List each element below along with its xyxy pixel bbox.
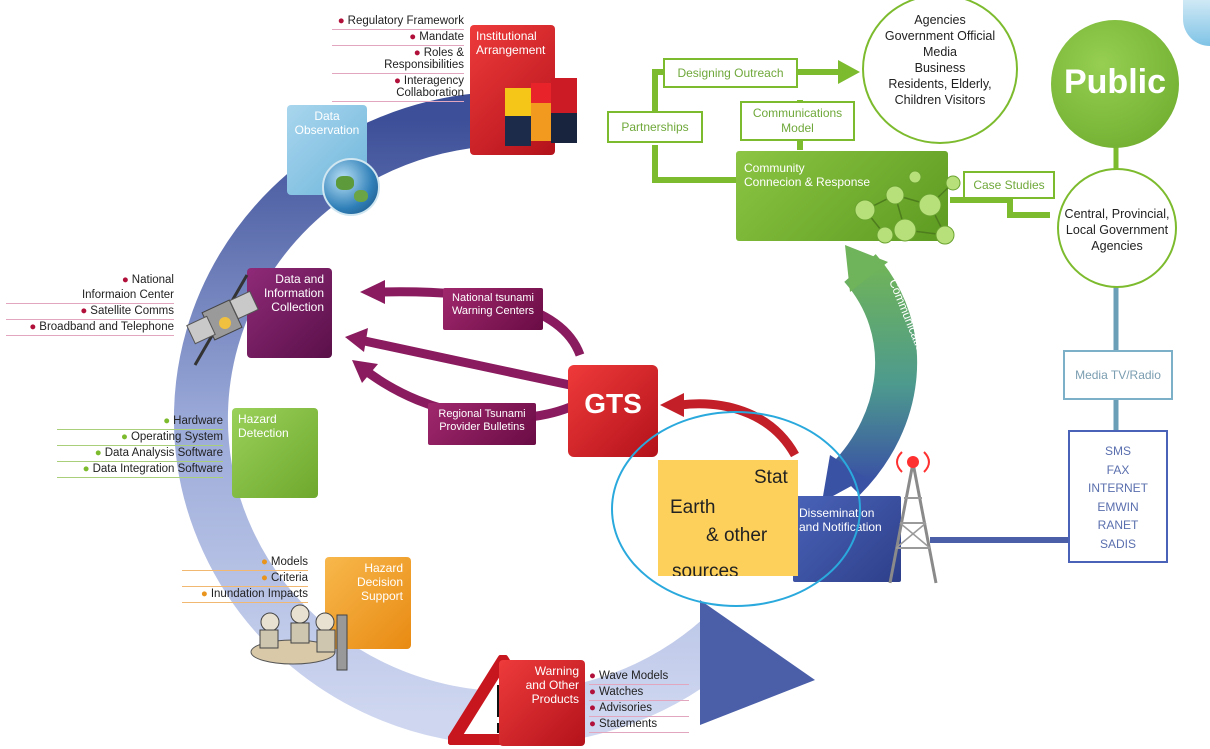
bullet-interagency: Interagency Collaboration — [396, 75, 464, 99]
regional-bulletins-box: Regional Tsunami Provider Bulletins — [428, 403, 536, 445]
government-line-3: Agencies — [1091, 239, 1143, 253]
channel-sms: SMS — [1104, 444, 1131, 458]
agencies-line-6: Children Visitors — [894, 93, 986, 107]
comm-model-label-1: Communications — [752, 106, 843, 120]
channel-fax: FAX — [1106, 462, 1130, 477]
government-agencies-circle: Central, Provincial, Local Government Ag… — [1057, 168, 1177, 288]
bullet-watches: Watches — [598, 686, 644, 698]
agencies-line-5: Residents, Elderly, — [888, 77, 992, 91]
data-observation-label-2: Observation — [294, 123, 360, 137]
regional-label-2: Provider Bulletins — [439, 421, 525, 433]
cycle-arrowhead — [700, 600, 815, 725]
warning-label-3: Products — [531, 692, 579, 706]
community-label-2: Connecion & Response — [744, 175, 871, 189]
bullet-information-center: Informaion Center — [81, 289, 174, 301]
government-line-1: Central, Provincial, — [1064, 207, 1170, 221]
communications-model-box: Communications Model — [740, 101, 855, 141]
hazard-detection-box: Hazard Detection — [232, 408, 318, 498]
case-studies-label: Case Studies — [973, 178, 1045, 192]
bullet-regulatory-framework: Regulatory Framework — [347, 15, 464, 27]
community-response-box: Community Connecion & Response — [736, 151, 948, 241]
decision-bullets: ●Models ●Criteria ●Inundation Impacts — [182, 555, 308, 603]
bullet-hardware: Hardware — [173, 415, 223, 427]
designing-outreach-box: Designing Outreach — [663, 58, 798, 88]
warning-products-box: Warning and Other Products — [499, 660, 585, 746]
molecule-icon — [854, 170, 961, 245]
agencies-line-3: Media — [922, 45, 958, 59]
decision-label-2: Decision — [356, 575, 403, 589]
channel-emwin: EMWIN — [1097, 499, 1139, 514]
agencies-line-1: Agencies — [914, 13, 966, 27]
bullet-roles: Roles & Responsibilities — [384, 47, 464, 71]
bullet-satellite-comms: Satellite Comms — [90, 305, 174, 317]
institutional-label-2: Arrangement — [476, 43, 546, 57]
bullet-broadband: Broadband and Telephone — [39, 321, 174, 333]
channel-internet: INTERNET — [1088, 481, 1148, 495]
media-tv-radio-box: Media TV/Radio — [1063, 350, 1173, 400]
designing-outreach-label: Designing Outreach — [677, 66, 784, 80]
warning-bullets: ●Wave Models ●Watches ●Advisories ●State… — [589, 669, 689, 733]
national-warning-centers-box: National tsunami Warning Centers — [443, 288, 543, 330]
agencies-line-4: Business — [914, 61, 966, 75]
agencies-line-2: Government Official — [884, 29, 996, 43]
feedback-arrow — [829, 254, 918, 495]
channel-sadis: SADIS — [1099, 536, 1136, 551]
agencies-circle: Agencies Government Official Media Busin… — [862, 0, 1018, 144]
case-studies-box: Case Studies — [963, 171, 1055, 199]
bullet-mandate: Mandate — [419, 31, 464, 43]
data-collection-box: Data and Information Collection — [247, 268, 332, 358]
public-label: Public — [1063, 63, 1167, 101]
channel-ranet: RANET — [1097, 518, 1139, 532]
bullet-national: National — [131, 274, 174, 286]
callout-highlight-ellipse — [611, 411, 861, 607]
media-label: Media TV/Radio — [1075, 368, 1161, 382]
regional-label-1: Regional Tsunami — [438, 408, 526, 420]
detection-label-1: Hazard — [238, 412, 277, 426]
gts-label: GTS — [584, 388, 642, 419]
globe-icon — [322, 158, 380, 216]
government-line-2: Local Government — [1065, 223, 1169, 237]
institutional-bullets: ●Regulatory Framework ●Mandate ●Roles & … — [332, 14, 464, 102]
detection-bullets: ●Hardware ●Operating System ●Data Analys… — [57, 414, 223, 478]
gts-box: GTS — [568, 365, 658, 457]
warning-label-2: and Other — [525, 678, 579, 692]
bullet-inundation: Inundation Impacts — [210, 588, 308, 600]
bullet-advisories: Advisories — [598, 702, 653, 714]
collection-bullets: ●National Informaion Center ●Satellite C… — [6, 273, 174, 336]
data-observation-label-1: Data — [314, 109, 340, 123]
decision-label-1: Hazard — [364, 561, 403, 575]
national-label-2: Warning Centers — [451, 305, 535, 317]
cubes-icon — [505, 78, 580, 153]
detection-label-2: Detection — [238, 426, 289, 440]
collection-label-3: Collection — [271, 300, 324, 314]
warning-label-1: Warning — [534, 664, 579, 678]
bullet-data-analysis: Data Analysis Software — [104, 447, 223, 459]
partnerships-label: Partnerships — [621, 120, 689, 134]
bullet-data-integration: Data Integration Software — [92, 463, 223, 475]
radio-tower-icon — [888, 451, 938, 584]
collection-label-1: Data and — [275, 272, 324, 286]
institutional-label-1: Institutional — [476, 29, 537, 43]
channels-box: SMS FAX INTERNET EMWIN RANET SADIS — [1068, 430, 1168, 563]
decision-label-3: Support — [360, 589, 403, 603]
bullet-wave-models: Wave Models — [598, 670, 669, 682]
collection-label-2: Information — [263, 286, 324, 300]
comm-model-label-2: Model — [781, 121, 814, 135]
bullet-criteria: Criteria — [270, 572, 308, 584]
gts-arrow-mid — [359, 335, 571, 390]
people-meeting-icon — [250, 604, 348, 671]
community-label-1: Community — [744, 161, 805, 175]
bullet-models: Models — [270, 556, 308, 568]
national-label-1: National tsunami — [452, 292, 534, 304]
partnerships-box: Partnerships — [607, 111, 703, 143]
bullet-statements: Statements — [598, 718, 658, 730]
bullet-operating-system: Operating System — [130, 431, 223, 443]
satellite-icon — [186, 274, 259, 366]
public-circle: Public — [1051, 20, 1179, 148]
